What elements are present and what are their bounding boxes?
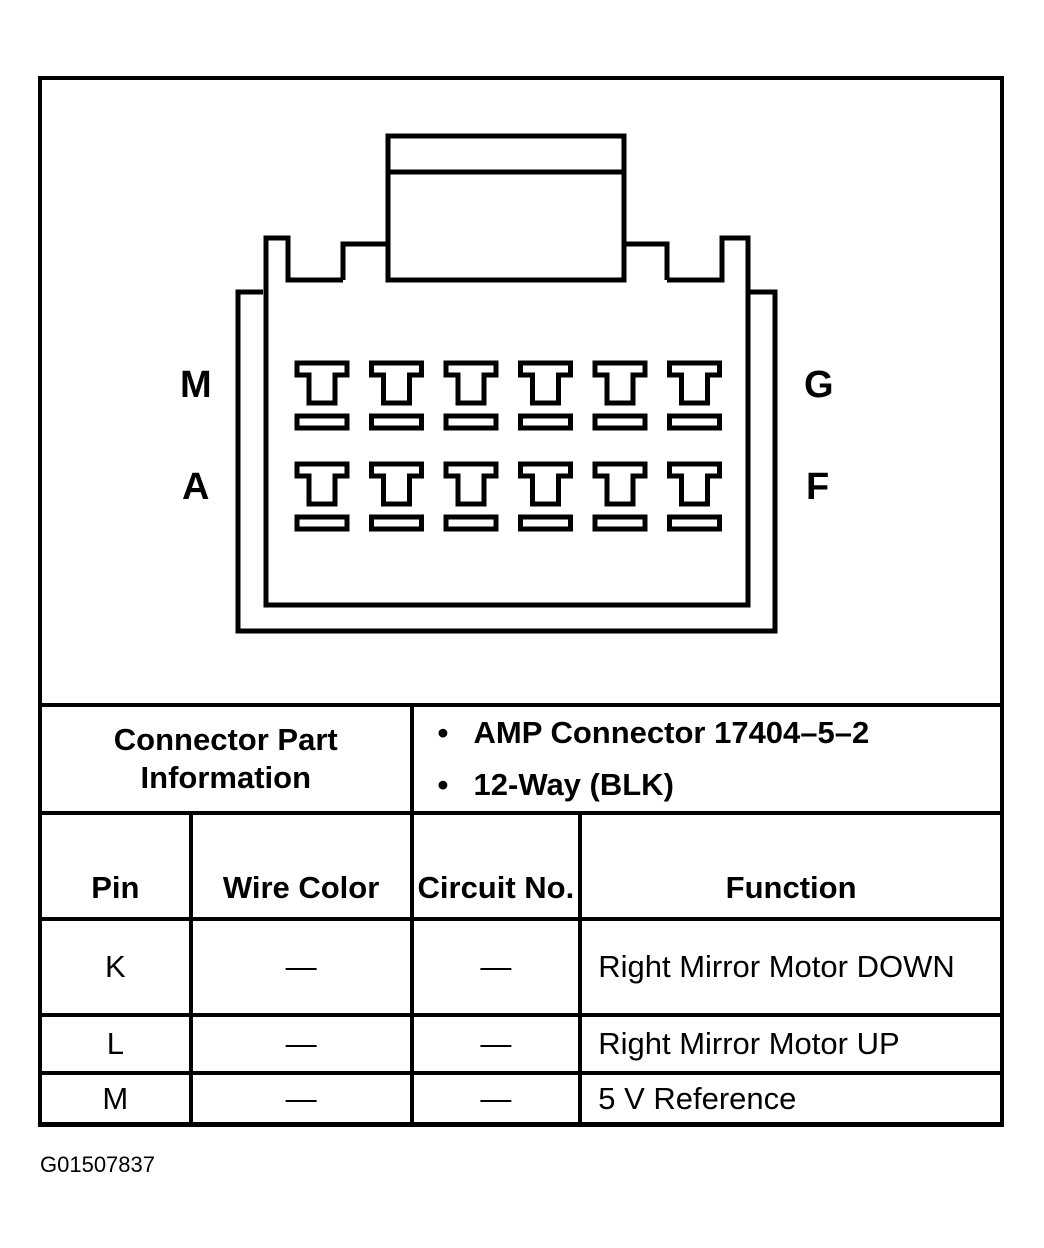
pin-cell: K [38,917,193,1017]
wire-color-cell: — [188,917,414,1017]
pin-terminal [443,360,499,431]
circuit-no-header: Circuit No. [409,811,583,921]
pin-label-a: A [182,466,210,508]
pin-terminal [518,360,573,431]
connector-drawing [235,133,778,634]
pin-label-m: M [180,364,212,406]
table-row: K — — Right Mirror Motor DOWN [38,917,1004,1017]
connector-outer-body [235,289,778,634]
connector-lock-tab [385,133,627,283]
connector-inner-body [263,235,751,608]
table-row: L — — Right Mirror Motor UP [38,1013,1004,1075]
circuit-no-cell: — [409,917,583,1017]
connector-info-table: Connector Part Information AMP Connector… [38,703,1005,1127]
pin-header: Pin [38,811,193,921]
figure-id: G01507837 [40,1152,155,1177]
wire-color-cell: — [188,1071,414,1127]
part-info-item: AMP Connector 17404–5–2 [437,707,1000,759]
pin-cell: M [38,1071,193,1127]
pin-terminal [369,360,424,431]
function-cell: Right Mirror Motor DOWN [578,917,1004,1017]
pin-terminal [592,461,648,532]
table-header-row: Pin Wire Color Circuit No. Function [38,811,1004,921]
pin-terminal [294,461,350,532]
part-info-item: 12-Way (BLK) [437,759,1000,811]
circuit-no-cell: — [409,1071,583,1127]
pin-terminal [443,461,499,532]
part-info-label: Connector Part Information [38,703,414,815]
pin-terminal [518,461,573,532]
pin-label-g: G [804,364,834,406]
pin-terminal [294,360,350,431]
pin-cell: L [38,1013,193,1075]
table-row: M — — 5 V Reference [38,1071,1004,1127]
function-cell: Right Mirror Motor UP [578,1013,1004,1075]
circuit-no-cell: — [409,1013,583,1075]
pin-label-f: F [806,466,830,508]
wire-color-cell: — [188,1013,414,1075]
part-info-list: AMP Connector 17404–5–2 12-Way (BLK) [409,703,1005,815]
pin-terminal [667,461,722,532]
function-header: Function [578,811,1004,921]
part-info-row: Connector Part Information AMP Connector… [38,703,1005,815]
pin-terminal [667,360,722,431]
pin-terminal [592,360,648,431]
wire-color-header: Wire Color [188,811,414,921]
function-cell: 5 V Reference [578,1071,1004,1127]
pin-terminal [369,461,424,532]
